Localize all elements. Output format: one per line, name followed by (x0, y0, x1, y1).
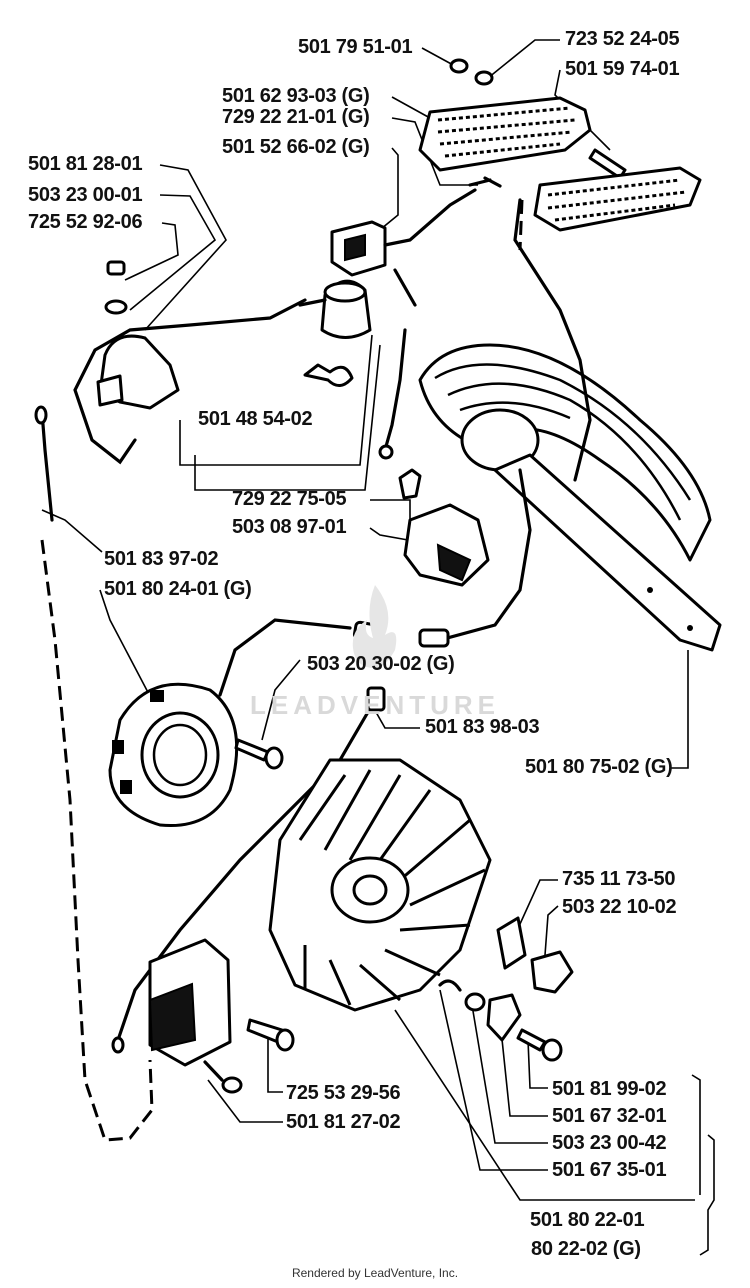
footer-credit: Rendered by LeadVenture, Inc. (291, 1266, 459, 1280)
leader-501-79-51-01 (421, 47, 456, 67)
part-label: 501 80 22-01 (530, 1209, 645, 1231)
leader-725-52-92-06 (124, 222, 179, 281)
part-label: 729 22 75-05 (232, 488, 347, 510)
ignition-module (398, 198, 592, 642)
part-label: 501 67 35-01 (552, 1159, 667, 1181)
leader-501-62-93-03 (391, 96, 431, 119)
part-label: 501 48 54-02 (198, 408, 313, 430)
part-label: 503 20 30-02 (G) (307, 653, 455, 675)
leader-501-67-32-01 (499, 1019, 548, 1117)
handle-bar (418, 343, 722, 652)
part-label: 501 59 74-01 (565, 58, 680, 80)
leader-501-81-27-02 (207, 1079, 283, 1123)
leader-501-80-22-01 (394, 1009, 695, 1201)
part-label: 501 81 28-01 (28, 153, 143, 175)
part-label: 501 80 75-02 (G) (525, 756, 673, 778)
leader-501-81-99-02 (527, 1039, 548, 1089)
leader-725-53-29-56 (267, 1030, 283, 1093)
leader-501-80-24-01 (99, 589, 153, 701)
flywheel (268, 758, 574, 1062)
part-label: 501 52 66-02 (G) (222, 136, 370, 158)
part-label: 723 52 24-05 (565, 28, 680, 50)
leader-503-22-10-02 (544, 905, 559, 956)
leader-503-23-00-42 (471, 1004, 548, 1144)
switch-button-assembly (418, 58, 702, 232)
part-label: 735 11 73-50 (562, 868, 676, 890)
part-label: 80 22-02 (G) (531, 1238, 641, 1260)
leader-501-83-98-03 (371, 704, 420, 729)
leader-501-81-28-01 (144, 164, 227, 331)
leader-lines (41, 39, 715, 1256)
leader-501-67-35-01 (439, 989, 548, 1171)
leader-501-48-54-02-a (179, 334, 373, 466)
part-label: 503 23 00-42 (552, 1132, 667, 1154)
leader-503-23-00-01 (129, 194, 217, 311)
leader-503-20-30-02 (261, 659, 301, 741)
part-label: 725 53 29-56 (286, 1082, 401, 1104)
leader-503-08-97-01 (369, 527, 409, 541)
switch-block (303, 188, 477, 460)
ignition-coil-lower (40, 199, 524, 1142)
part-label: 501 67 32-01 (552, 1105, 667, 1127)
leader-735-11-73-50 (514, 879, 558, 936)
leader-501-83-97-02 (41, 509, 103, 553)
part-label: 729 22 21-01 (G) (222, 106, 370, 128)
part-label: 503 23 00-01 (28, 184, 143, 206)
leader-723-52-24-05 (487, 39, 560, 79)
leader-501-59-74-01 (554, 69, 611, 151)
part-label: 501 83 97-02 (104, 548, 219, 570)
part-label: 503 22 10-02 (562, 896, 677, 918)
leadventure-flame-logo (352, 585, 397, 668)
leader-501-48-54-02-b (194, 344, 381, 491)
part-label: 501 81 99-02 (552, 1078, 667, 1100)
part-label: 501 80 24-01 (G) (104, 578, 252, 600)
part-label: 501 83 98-03 (425, 716, 540, 738)
part-label: 725 52 92-06 (28, 211, 143, 233)
part-label: 503 08 97-01 (232, 516, 347, 538)
leader-501-80-75-02 (670, 650, 689, 769)
part-label: 501 62 93-03 (G) (222, 85, 370, 107)
part-label: 501 79 51-01 (298, 36, 413, 58)
group-brackets (691, 1074, 715, 1256)
leader-729-22-75-05 (370, 499, 411, 520)
watermark: LEADVENTURE (249, 690, 500, 720)
ignition-coil-left (34, 260, 327, 522)
stator-ring (108, 618, 450, 1054)
part-label: 501 81 27-02 (286, 1111, 401, 1133)
